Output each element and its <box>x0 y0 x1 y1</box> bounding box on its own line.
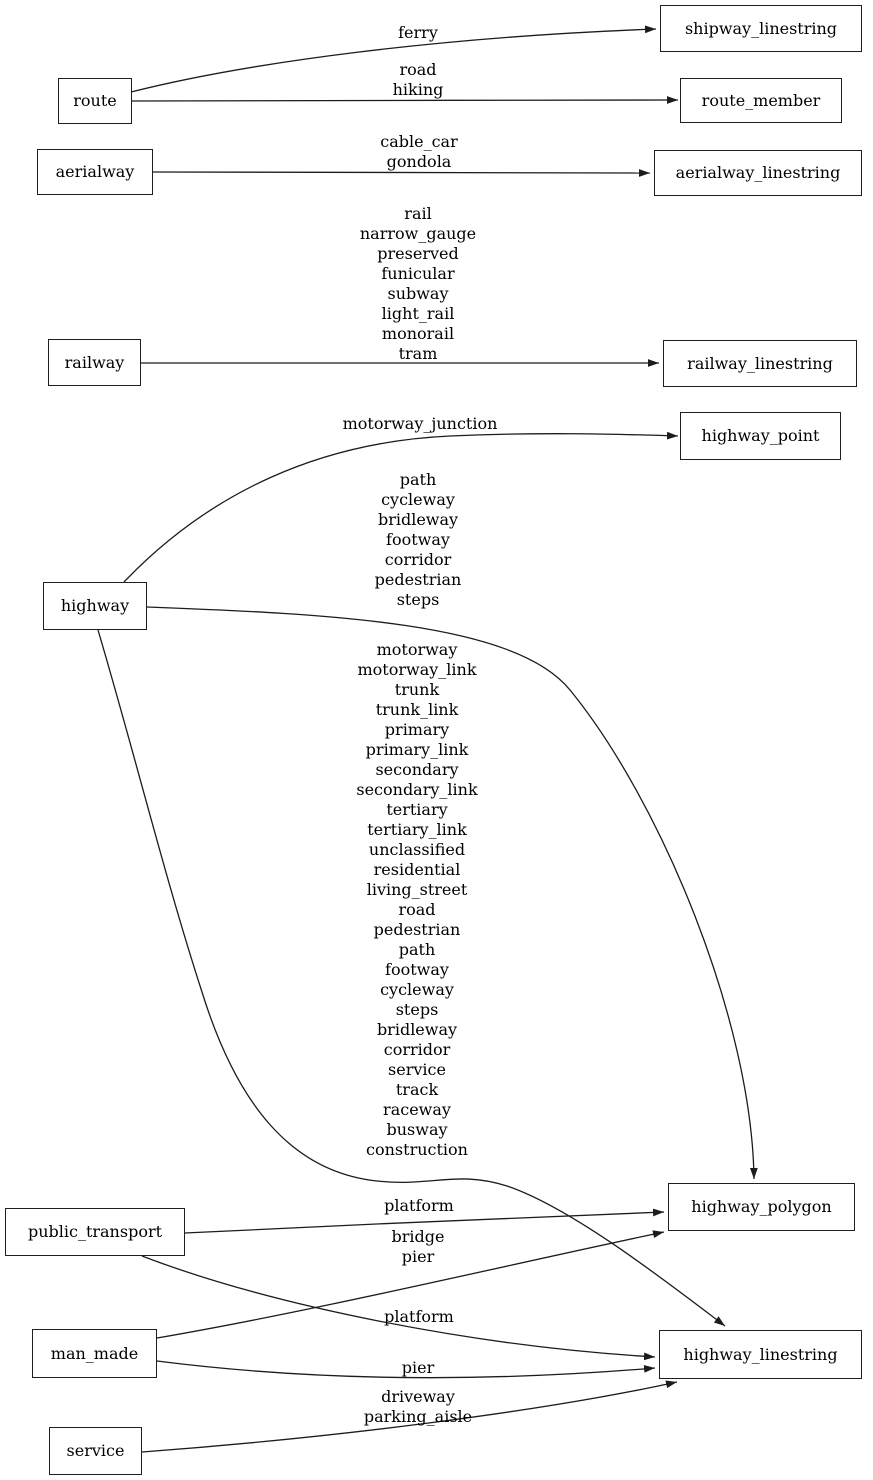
edge-man_made-to-highway_linestring <box>156 1360 656 1379</box>
node-route_member: route_member <box>680 78 842 123</box>
node-service: service <box>49 1427 142 1475</box>
node-railway: railway <box>48 339 141 386</box>
edge-public_transport-to-highway_linestring <box>141 1255 656 1361</box>
node-route: route <box>58 78 132 124</box>
node-aerialway_linestring: aerialway_linestring <box>654 150 862 196</box>
edge-aerialway-to-aerialway_linestring <box>152 169 651 177</box>
edge-man_made-to-highway_polygon <box>156 1230 665 1339</box>
node-highway_point: highway_point <box>680 412 841 460</box>
edge-highway-to-highway_polygon <box>146 606 758 1180</box>
node-shipway_linestring: shipway_linestring <box>660 5 862 52</box>
node-highway_polygon: highway_polygon <box>668 1183 855 1231</box>
edge-highway-to-highway_linestring <box>97 629 726 1327</box>
node-aerialway: aerialway <box>37 149 153 195</box>
edge-route-to-shipway_linestring <box>130 25 657 93</box>
edge-public_transport-to-highway_polygon <box>184 1208 665 1234</box>
node-public_transport: public_transport <box>5 1208 185 1256</box>
edge-highway-to-highway_point <box>123 431 679 583</box>
edge-route-to-route_member <box>131 96 679 104</box>
node-railway_linestring: railway_linestring <box>663 340 857 387</box>
node-highway_linestring: highway_linestring <box>659 1330 862 1379</box>
edge-service-to-highway_linestring <box>141 1380 678 1453</box>
node-man_made: man_made <box>32 1329 157 1378</box>
node-highway: highway <box>43 582 147 630</box>
